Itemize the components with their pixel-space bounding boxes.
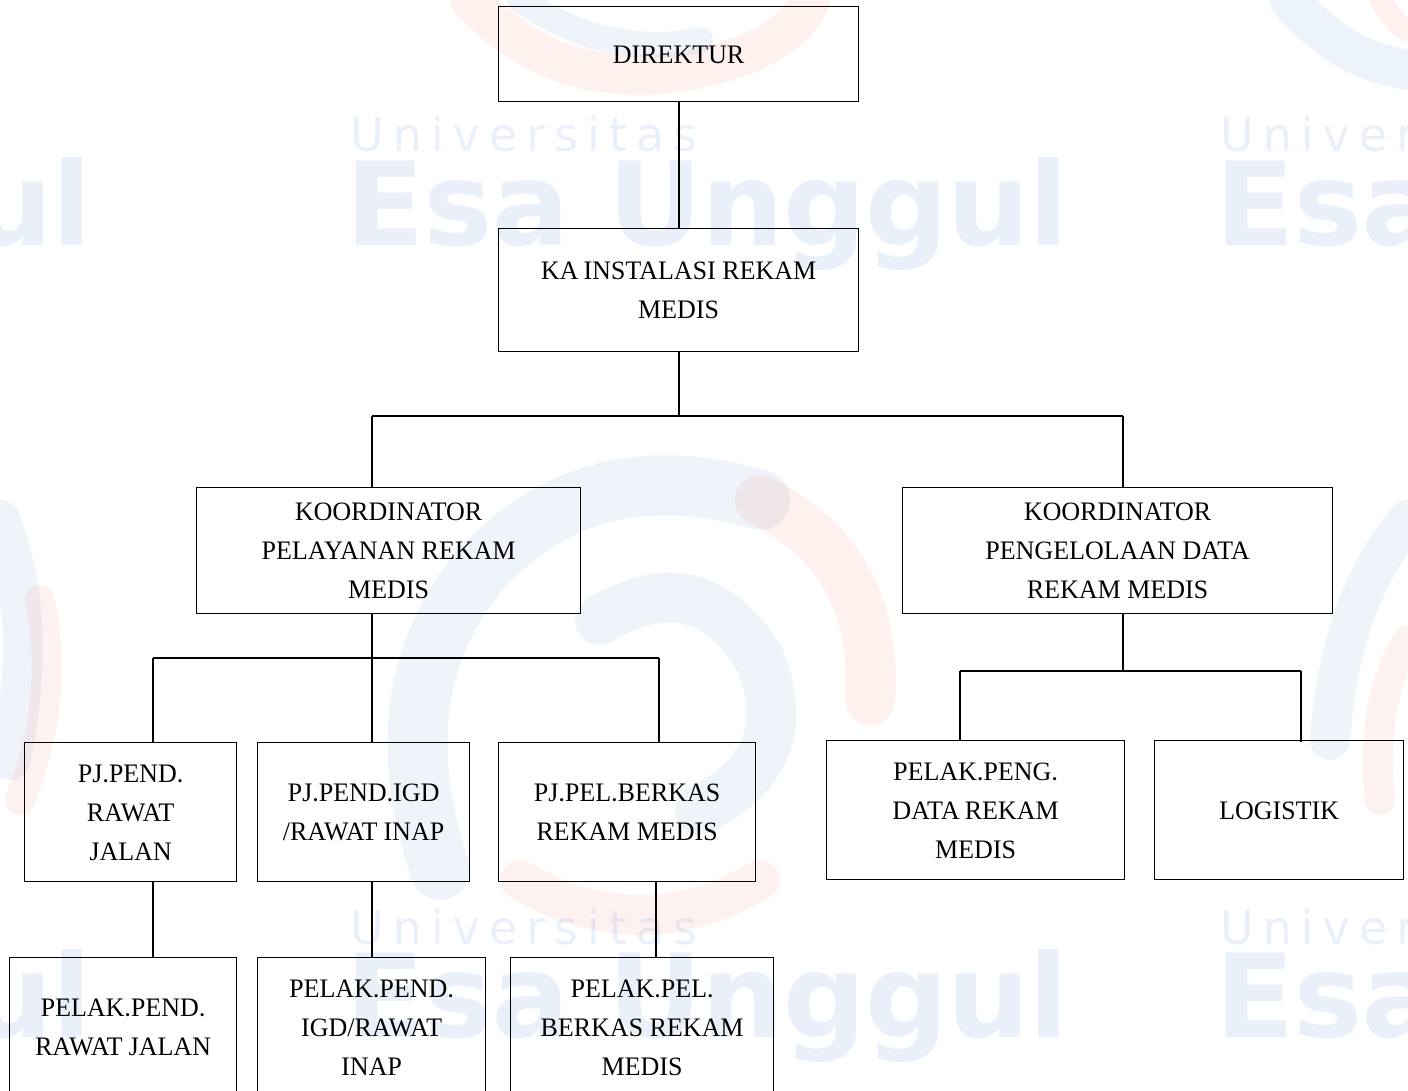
node-pelak-peng-data-label: PELAK.PENG. DATA REKAM MEDIS [892,756,1059,864]
node-pelak-igd-rawat-inap-label: PELAK.PEND. IGD/RAWAT INAP [289,973,454,1081]
node-pj-rawat-jalan-label: PJ.PEND. RAWAT JALAN [77,758,184,866]
node-pelak-berkas-label: PELAK.PEL. BERKAS REKAM MEDIS [540,973,744,1081]
node-pj-berkas-label: PJ.PEL.BERKAS REKAM MEDIS [533,778,721,846]
node-pj-igd-rawat-inap: PJ.PEND.IGD /RAWAT INAP [257,742,470,882]
node-pj-berkas: PJ.PEL.BERKAS REKAM MEDIS [498,742,756,882]
node-logistik: LOGISTIK [1154,740,1404,880]
node-ka-instalasi: KA INSTALASI REKAM MEDIS [498,228,859,352]
node-koordinator-pelayanan-label: KOORDINATOR PELAYANAN REKAM MEDIS [261,497,516,604]
node-direktur: DIREKTUR [498,6,859,102]
node-pelak-igd-rawat-inap: PELAK.PEND. IGD/RAWAT INAP [257,957,486,1091]
node-pelak-peng-data: PELAK.PENG. DATA REKAM MEDIS [826,740,1125,880]
node-pelak-berkas: PELAK.PEL. BERKAS REKAM MEDIS [510,957,774,1091]
node-ka-instalasi-label: KA INSTALASI REKAM MEDIS [540,256,817,324]
node-koordinator-pengelolaan: KOORDINATOR PENGELOLAAN DATA REKAM MEDIS [902,487,1333,614]
node-direktur-label: DIREKTUR [612,39,745,69]
node-pelak-rawat-jalan: PELAK.PEND. RAWAT JALAN [9,957,237,1091]
node-pj-rawat-jalan: PJ.PEND. RAWAT JALAN [24,742,237,882]
node-logistik-label: LOGISTIK [1219,795,1339,825]
node-pelak-rawat-jalan-label: PELAK.PEND. RAWAT JALAN [35,993,211,1061]
node-koordinator-pelayanan: KOORDINATOR PELAYANAN REKAM MEDIS [196,487,581,614]
node-pj-igd-rawat-inap-label: PJ.PEND.IGD /RAWAT INAP [282,778,445,846]
node-koordinator-pengelolaan-label: KOORDINATOR PENGELOLAAN DATA REKAM MEDIS [985,497,1250,604]
